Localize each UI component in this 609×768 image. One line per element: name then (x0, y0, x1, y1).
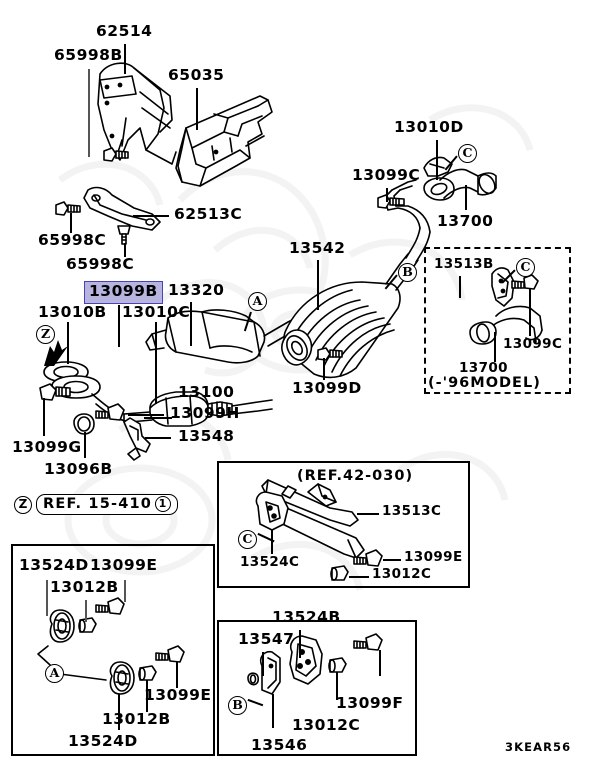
leader-i96-13700 (494, 332, 496, 362)
reference-badge-text: REF. 15-410 (43, 496, 153, 512)
label-r42-13524C[interactable]: 13524C (240, 554, 300, 570)
leader-13099H (128, 414, 164, 416)
balloon-B-main[interactable]: B (398, 263, 417, 282)
leader-13099G (43, 398, 45, 436)
label-65035[interactable]: 65035 (168, 66, 225, 84)
label-13542[interactable]: 13542 (289, 239, 346, 257)
label-65998B[interactable]: 65998B (54, 46, 123, 64)
leader-i96-13513B (459, 276, 461, 298)
inset-bottom-right-box (217, 620, 417, 756)
label-br-13547[interactable]: 13547 (238, 630, 295, 648)
label-bl-13012B-bot[interactable]: 13012B (102, 710, 171, 728)
caption-96model: (-'96MODEL) (428, 375, 541, 391)
leader-13096B (84, 432, 86, 458)
leader-br-13524B (299, 630, 301, 658)
leader-br-13099F (379, 650, 381, 676)
balloon-A-main[interactable]: A (248, 292, 267, 311)
label-r42-13099E[interactable]: 13099E (404, 549, 463, 565)
balloon-B-bottom-right[interactable]: B (228, 696, 247, 715)
label-13700[interactable]: 13700 (437, 212, 494, 230)
leader-r42-13513C (357, 513, 379, 515)
leader-bl-13099E-bot (176, 662, 178, 688)
label-13010C[interactable]: 13010C (122, 303, 191, 321)
caption-ref42030: (REF.42-030) (297, 468, 414, 484)
leader-balloon-A (243, 311, 252, 332)
label-i96-13099C[interactable]: 13099C (503, 336, 563, 352)
leader-bl-13524D-bot (118, 694, 120, 730)
leader-13700 (465, 185, 467, 210)
leader-bl-13012B-bot (146, 680, 148, 712)
balloon-Z-ref: Z (14, 495, 32, 514)
balloon-C-96model[interactable]: C (516, 258, 535, 277)
label-13099H[interactable]: 13099H (170, 404, 240, 422)
leader-65998C-bottom (124, 243, 126, 257)
leader-13099C (386, 188, 388, 202)
leader-13099D (323, 358, 325, 380)
leader-62513C (133, 215, 169, 217)
leader-13010B (67, 322, 69, 364)
leader-13320 (190, 302, 192, 346)
leader-br-13547 (262, 652, 264, 676)
label-i96-13700[interactable]: 13700 (459, 360, 508, 376)
label-13100[interactable]: 13100 (178, 383, 235, 401)
balloon-C-ref42030[interactable]: C (238, 530, 257, 549)
label-13099B[interactable]: 13099B (84, 281, 163, 304)
balloon-A-bottom-left[interactable]: A (45, 664, 64, 683)
label-r42-13012C[interactable]: 13012C (372, 566, 432, 582)
drawing-code: 3KEAR56 (505, 740, 572, 754)
leader-62514 (124, 44, 126, 74)
leader-balloon-C (444, 155, 458, 171)
label-br-13524B[interactable]: 13524B (272, 608, 341, 626)
balloon-C-main[interactable]: C (458, 144, 477, 163)
label-13099G[interactable]: 13099G (12, 438, 82, 456)
leader-br-13546 (272, 694, 274, 728)
label-13099D[interactable]: 13099D (292, 379, 362, 397)
leader-i96-13099C (529, 288, 531, 336)
leader-13542 (317, 260, 319, 310)
label-bl-13524D-bot[interactable]: 13524D (68, 732, 138, 750)
label-13010D[interactable]: 13010D (394, 118, 464, 136)
label-13010B[interactable]: 13010B (38, 303, 107, 321)
balloon-Z-main[interactable]: Z (36, 325, 55, 344)
label-13096B[interactable]: 13096B (44, 460, 113, 478)
reference-badge-index: 1 (155, 496, 172, 512)
label-bl-13099E-top[interactable]: 13099E (90, 556, 158, 574)
leader-r42-13012C (349, 576, 369, 578)
label-bl-13099E-bot[interactable]: 13099E (144, 686, 212, 704)
label-65998C-bottom[interactable]: 65998C (66, 255, 135, 273)
leader-65998B (88, 69, 90, 157)
leader-13010D (436, 140, 438, 180)
leader-bl-13099E-top (124, 580, 126, 602)
label-65998C-left[interactable]: 65998C (38, 231, 107, 249)
inset-96model-box (424, 247, 571, 394)
reference-badge-15-410[interactable]: Z REF. 15-410 1 (14, 494, 179, 515)
inset-bottom-left-box (11, 544, 215, 756)
label-r42-13513C[interactable]: 13513C (382, 503, 442, 519)
label-br-13099F[interactable]: 13099F (336, 694, 404, 712)
leader-balloon-B (384, 274, 398, 290)
leader-bl-13012B-top (85, 600, 87, 622)
leader-r42-13524C (271, 530, 273, 554)
label-bl-13012B-top[interactable]: 13012B (50, 578, 119, 596)
leader-br-13012C (336, 672, 338, 700)
label-62514[interactable]: 62514 (96, 22, 153, 40)
leader-65035 (196, 88, 198, 130)
label-13320[interactable]: 13320 (168, 281, 225, 299)
leader-13548 (145, 437, 171, 439)
label-i96-13513B[interactable]: 13513B (434, 256, 494, 272)
leader-65998C-left (70, 213, 72, 233)
leader-13100 (144, 417, 172, 419)
label-13099C[interactable]: 13099C (352, 166, 421, 184)
label-br-13546[interactable]: 13546 (251, 736, 308, 754)
leader-13099B (118, 305, 120, 347)
leader-r42-13099E (383, 559, 401, 561)
label-62513C[interactable]: 62513C (174, 205, 243, 223)
leader-13010C (155, 322, 157, 404)
label-br-13012C[interactable]: 13012C (292, 716, 361, 734)
leader-bl-13524D-top (46, 580, 48, 616)
label-13548[interactable]: 13548 (178, 427, 235, 445)
label-bl-13524D-top[interactable]: 13524D (19, 556, 89, 574)
reference-badge-box: REF. 15-410 1 (36, 494, 179, 515)
inset-ref42030-box (217, 461, 470, 588)
